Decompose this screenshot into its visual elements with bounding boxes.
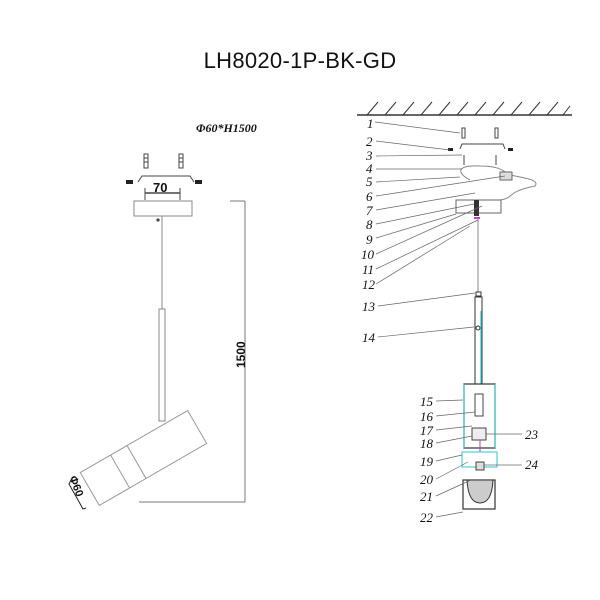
side-screw-left-icon <box>126 180 133 184</box>
svg-text:10: 10 <box>361 247 375 262</box>
svg-text:18: 18 <box>420 436 434 451</box>
left-view: Φ60*H1500 70 Φ60 <box>67 121 257 510</box>
right-view: 1 2 3 4 5 6 7 8 9 10 11 12 13 14 15 16 1… <box>357 101 572 525</box>
svg-text:16: 16 <box>420 409 434 424</box>
svg-text:13: 13 <box>362 299 376 314</box>
mount-bracket <box>137 175 195 183</box>
svg-text:4: 4 <box>366 161 373 176</box>
svg-text:1: 1 <box>367 116 374 131</box>
svg-text:17: 17 <box>420 423 434 438</box>
height-dimension: 1500 <box>234 341 248 368</box>
svg-text:14: 14 <box>362 330 376 345</box>
side-screw-right-icon <box>195 180 202 184</box>
svg-text:24: 24 <box>525 457 539 472</box>
svg-text:23: 23 <box>525 427 539 442</box>
width-dimension: 70 <box>153 180 167 195</box>
ceiling-hatch <box>366 101 571 116</box>
svg-text:6: 6 <box>366 189 373 204</box>
svg-text:3: 3 <box>365 148 373 163</box>
svg-text:11: 11 <box>362 262 374 277</box>
mount-screws-icon <box>143 153 184 169</box>
svg-text:5: 5 <box>366 174 373 189</box>
svg-text:21: 21 <box>420 489 433 504</box>
svg-text:2: 2 <box>366 134 373 149</box>
svg-text:8: 8 <box>366 217 373 232</box>
part-labels: 1 2 3 4 5 6 7 8 9 10 11 12 13 14 15 16 1… <box>361 116 539 525</box>
canopy <box>133 200 193 217</box>
svg-text:12: 12 <box>362 277 376 292</box>
lamp-head <box>79 409 208 507</box>
svg-text:9: 9 <box>366 232 373 247</box>
product-title: LH8020-1P-BK-GD <box>203 48 397 73</box>
svg-text:7: 7 <box>366 203 373 218</box>
svg-text:20: 20 <box>420 472 434 487</box>
suspension-rod <box>158 308 166 422</box>
svg-text:22: 22 <box>420 510 434 525</box>
svg-text:15: 15 <box>420 394 434 409</box>
svg-text:19: 19 <box>420 454 434 469</box>
leader-lines <box>374 121 522 518</box>
diameter-dimension: Φ60 <box>67 474 86 498</box>
spec-label: Φ60*H1500 <box>196 121 257 135</box>
